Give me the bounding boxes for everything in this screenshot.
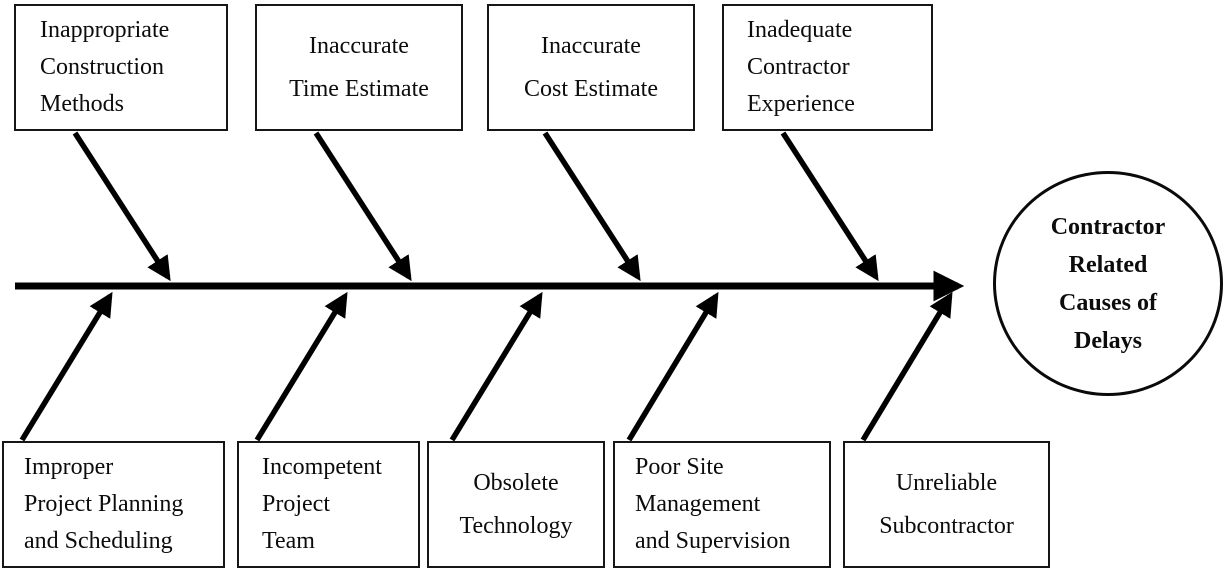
branch-arrow-top-2	[313, 131, 412, 282]
cause-line: Project Planning	[24, 491, 184, 517]
cause-box-improper-project-planning-and-scheduling: Improper Project Planning and Scheduling	[2, 441, 225, 568]
cause-line: Management	[635, 491, 761, 517]
branch-arrow-bottom-3	[449, 291, 543, 442]
cause-line: Experience	[747, 91, 855, 117]
cause-line: Subcontractor	[879, 512, 1014, 539]
cause-line: Inadequate	[747, 17, 853, 43]
cause-box-poor-site-management-and-supervision: Poor Site Management and Supervision	[613, 441, 831, 568]
cause-line: Technology	[459, 512, 573, 539]
effect-line: Contractor	[1050, 213, 1166, 240]
effect-line: Causes of	[1058, 289, 1157, 316]
cause-line: Construction	[40, 54, 164, 80]
cause-line: and Scheduling	[24, 528, 173, 554]
cause-box-unreliable-subcontractor: Unreliable Subcontractor	[843, 441, 1050, 568]
effect-line: Delays	[1074, 327, 1142, 354]
branch-arrow-top-4	[780, 131, 879, 282]
cause-line: Improper	[24, 454, 114, 480]
branch-arrow-top-3	[542, 131, 641, 282]
cause-line: Contractor	[747, 54, 850, 80]
cause-box-inaccurate-cost-estimate: Inaccurate Cost Estimate	[487, 4, 695, 131]
cause-box-obsolete-technology: Obsolete Technology	[427, 441, 605, 568]
branch-arrow-bottom-1	[19, 291, 113, 442]
cause-line: Obsolete	[473, 469, 559, 496]
cause-line: Incompetent	[262, 454, 382, 480]
branch-arrow-top-1	[72, 131, 171, 282]
cause-line: Poor Site	[635, 454, 724, 480]
branch-arrow-bottom-5	[860, 291, 953, 442]
cause-line: and Supervision	[635, 528, 791, 554]
branch-arrow-bottom-2	[254, 291, 348, 442]
effect-circle: Contractor Related Causes of Delays	[993, 171, 1223, 396]
cause-line: Unreliable	[895, 469, 998, 496]
cause-line: Inaccurate	[541, 32, 641, 59]
cause-line: Inappropriate	[40, 17, 170, 43]
cause-box-inadequate-contractor-experience: Inadequate Contractor Experience	[722, 4, 933, 131]
cause-box-incompetent-project-team: Incompetent Project Team	[237, 441, 420, 568]
branch-arrow-bottom-4	[626, 291, 719, 442]
cause-line: Cost Estimate	[524, 75, 658, 102]
cause-line: Team	[262, 528, 315, 554]
cause-box-inaccurate-time-estimate: Inaccurate Time Estimate	[255, 4, 463, 131]
cause-line: Inaccurate	[309, 32, 409, 59]
cause-line: Project	[262, 491, 330, 517]
effect-line: Related	[1068, 251, 1148, 278]
cause-box-inappropriate-construction-methods: Inappropriate Construction Methods	[14, 4, 228, 131]
cause-line: Time Estimate	[289, 75, 429, 102]
cause-line: Methods	[40, 91, 124, 117]
